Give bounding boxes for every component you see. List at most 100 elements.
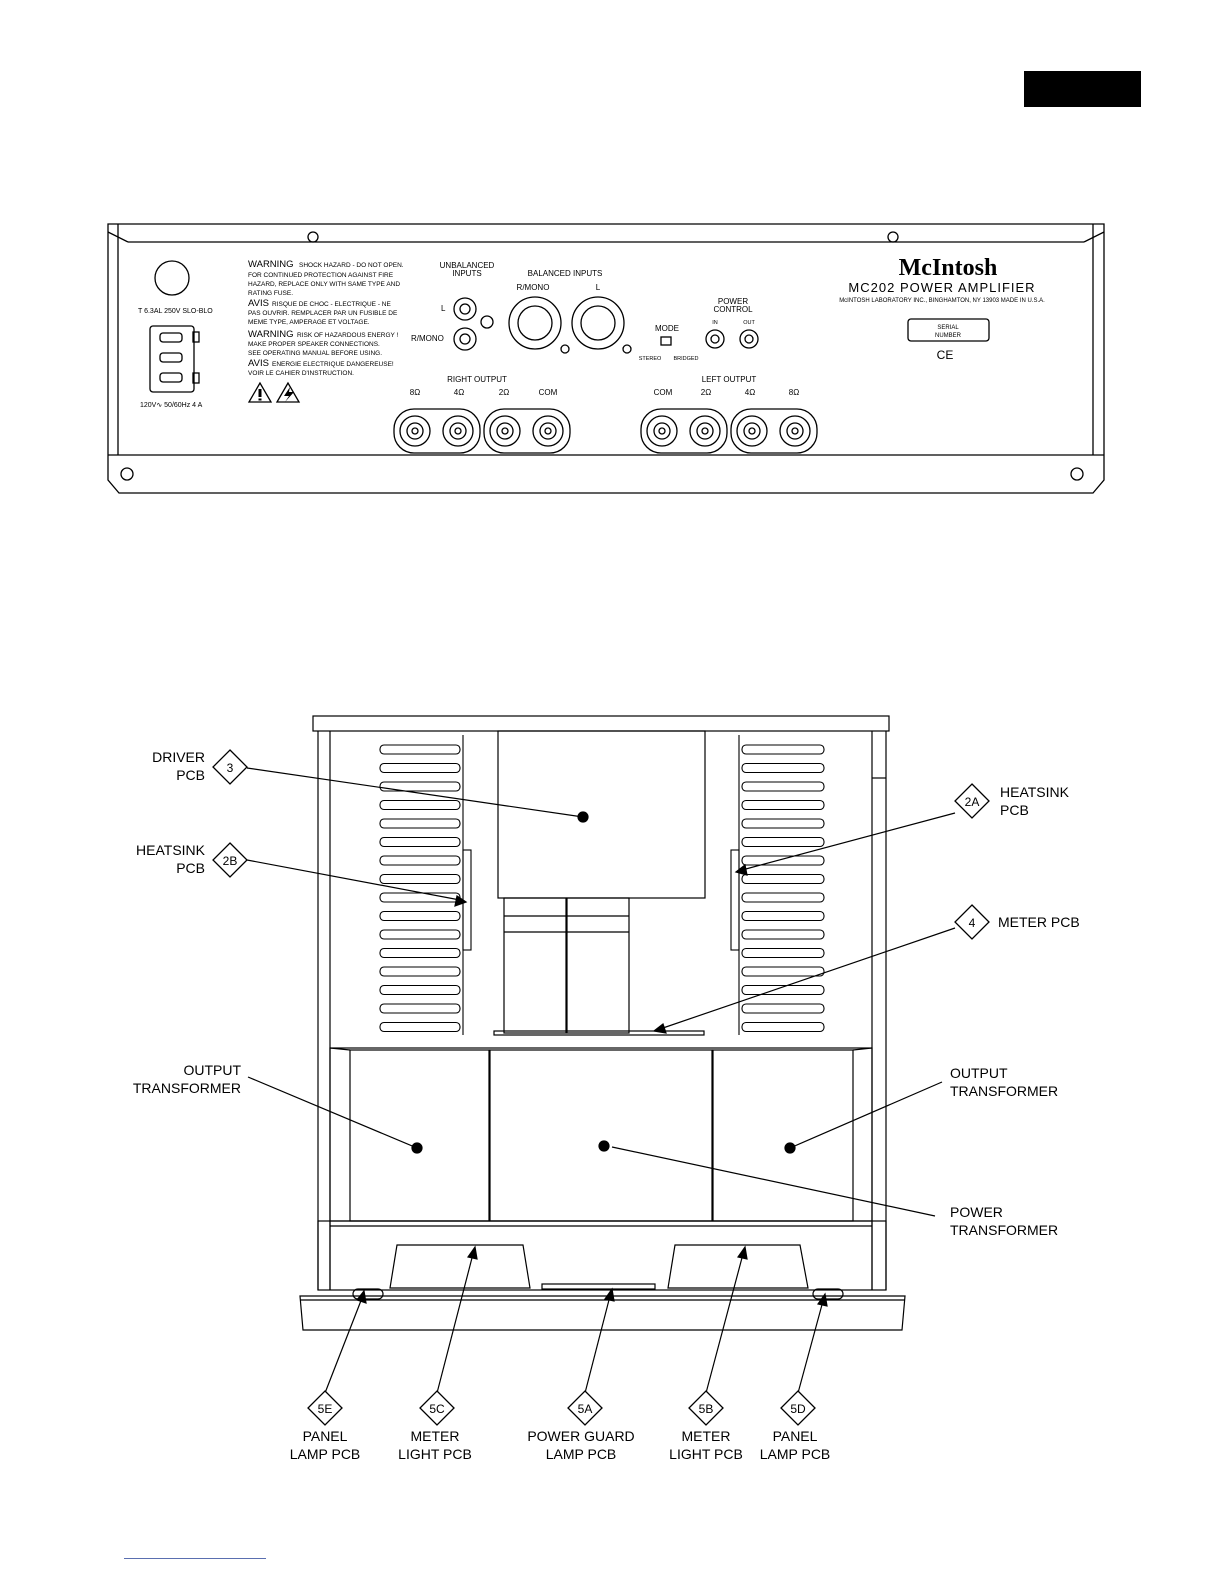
heatsink-fin [379,873,461,885]
serial-label: NUMBER [935,333,962,339]
power-transformer-label: TRANSFORMER [950,1222,1058,1238]
unbalanced-inputs-label: INPUTS [452,269,481,278]
input-rmono-label: R/MONO [411,334,444,343]
label-5d: LAMP PCB [760,1446,831,1462]
top-view-chassis [299,715,906,1331]
label-5b: LIGHT PCB [669,1446,743,1462]
warning-text: RISQUE DE CHOC - ELECTRIQUE - NE [272,301,391,308]
power-control-out-jack-icon [739,329,759,349]
power-control-label: POWER [718,297,748,306]
page-tab-marker [1024,71,1141,107]
badge-5b-text: 5B [699,1402,714,1416]
heatsink-fin [741,910,825,922]
heatsink-fin [741,966,825,977]
xlr-input-rmono-icon [508,296,562,350]
screw-icon [120,467,134,481]
driver-pcb-label: DRIVER [152,749,205,765]
heatsink-fin [741,781,825,792]
badge-5e [307,1390,343,1426]
panel-lamp-right [812,1288,844,1300]
tap-label: 8Ω [789,388,799,397]
driver-pcb-label: PCB [176,767,205,783]
warning-text: HAZARD, REPLACE ONLY WITH SAME TYPE AND [248,281,400,288]
top-view-labels: 3 2B 2A 4 5E 5C 5A 5B 5D DRIVER PCB HEAT… [133,749,1080,1462]
heatsink-2b-label: PCB [176,860,205,876]
label-5c: METER [411,1428,460,1444]
screw-icon [887,231,899,243]
output-transformer-right [712,1049,854,1222]
heatsink-2b-label: HEATSINK [136,842,206,858]
fuse-label: T 6.3AL 250V SLO-BLO [138,308,213,315]
screw-icon [307,231,319,243]
mode-label: MODE [655,324,679,333]
badge-3 [212,749,248,785]
power-rating-label: 120V∿ 50/60Hz 4 A [140,402,203,409]
heatsink-2a-label: HEATSINK [1000,784,1070,800]
badge-5b [688,1390,724,1426]
unbalanced-inputs-label: UNBALANCED [440,261,495,270]
heatsink-2a-label: PCB [1000,802,1029,818]
warning-text: MAKE PROPER SPEAKER CONNECTIONS. [248,341,380,348]
rear-panel [107,223,1105,494]
warning-text: ENERGIE ELECTRIQUE DANGEREUSE! [272,361,394,368]
heatsink-fin [741,1021,825,1033]
input-l-label: L [441,304,446,313]
rear-panel-text: T 6.3AL 250V SLO-BLO 120V∿ 50/60Hz 4 A W… [138,255,1045,409]
heatsink-fin [379,966,461,977]
xlr-input-left-icon [571,296,625,350]
footer-rule [124,1558,266,1559]
tap-label: 2Ω [499,388,509,397]
heatsink-fin [741,1003,825,1014]
power-socket-icon [149,325,195,393]
badge-3-text: 3 [227,761,234,775]
tap-label: 4Ω [745,388,755,397]
brand-logo: McIntosh [899,255,998,281]
power-control-label: CONTROL [713,305,753,314]
label-5d: PANEL [773,1428,818,1444]
rca-input-right-icon [453,327,477,351]
badge-2b [212,842,248,878]
warning-triangle-icon [247,381,273,403]
heatsink-fin [379,818,461,829]
power-guard-lamp-pcb [541,1283,656,1290]
badge-2b-text: 2B [223,854,238,868]
balanced-l-label: L [596,283,601,292]
output-transformer-left [349,1049,490,1222]
badge-4 [954,904,990,940]
badge-2a [954,783,990,819]
warning-text: PAS OUVRIR. REMPLACER PAR UN FUSIBLE DE [248,310,398,317]
warning-text: VOIR LE CAHIER D'INSTRUCTION. [248,370,354,377]
heatsink-fin [379,744,461,755]
model-name: MC202 POWER AMPLIFIER [848,280,1035,295]
left-output-label: LEFT OUTPUT [702,375,757,384]
heatsink-fin [379,929,461,940]
heatsink-fin [379,836,461,848]
heatsink-left [379,735,472,1035]
warning-text: MEME TYPE, AMPERAGE ET VOLTAGE. [248,319,370,326]
callout-badges [212,749,990,1426]
avis-title: AVIS [248,358,269,369]
warning-text: FOR CONTINUED PROTECTION AGAINST FIRE [248,272,394,279]
label-5c: LIGHT PCB [398,1446,472,1462]
badge-5c [419,1390,455,1426]
warning-text: RATING FUSE. [248,290,293,297]
meter-pcb-label: METER PCB [998,914,1080,930]
heatsink-fin [741,947,825,959]
fuse-holder-icon [154,260,190,296]
serial-number-box [907,318,990,342]
tap-label: COM [654,388,673,397]
output-transformer-right-label: TRANSFORMER [950,1083,1058,1099]
balanced-inputs-label: BALANCED INPUTS [528,269,603,278]
heatsink-fin [741,984,825,996]
heatsink-fin [379,1003,461,1014]
heatsink-pcb-bracket [730,849,740,951]
tap-label: 4Ω [454,388,464,397]
ce-mark: CE [937,348,954,362]
warning-text: SEE OPERATING MANUAL BEFORE USING. [248,350,382,357]
leader-lines [246,767,956,1394]
mode-bridged-label: BRIDGED [673,356,698,362]
label-5b: METER [682,1428,731,1444]
heatsink-fin [741,929,825,940]
warning-title: WARNING [248,259,294,270]
